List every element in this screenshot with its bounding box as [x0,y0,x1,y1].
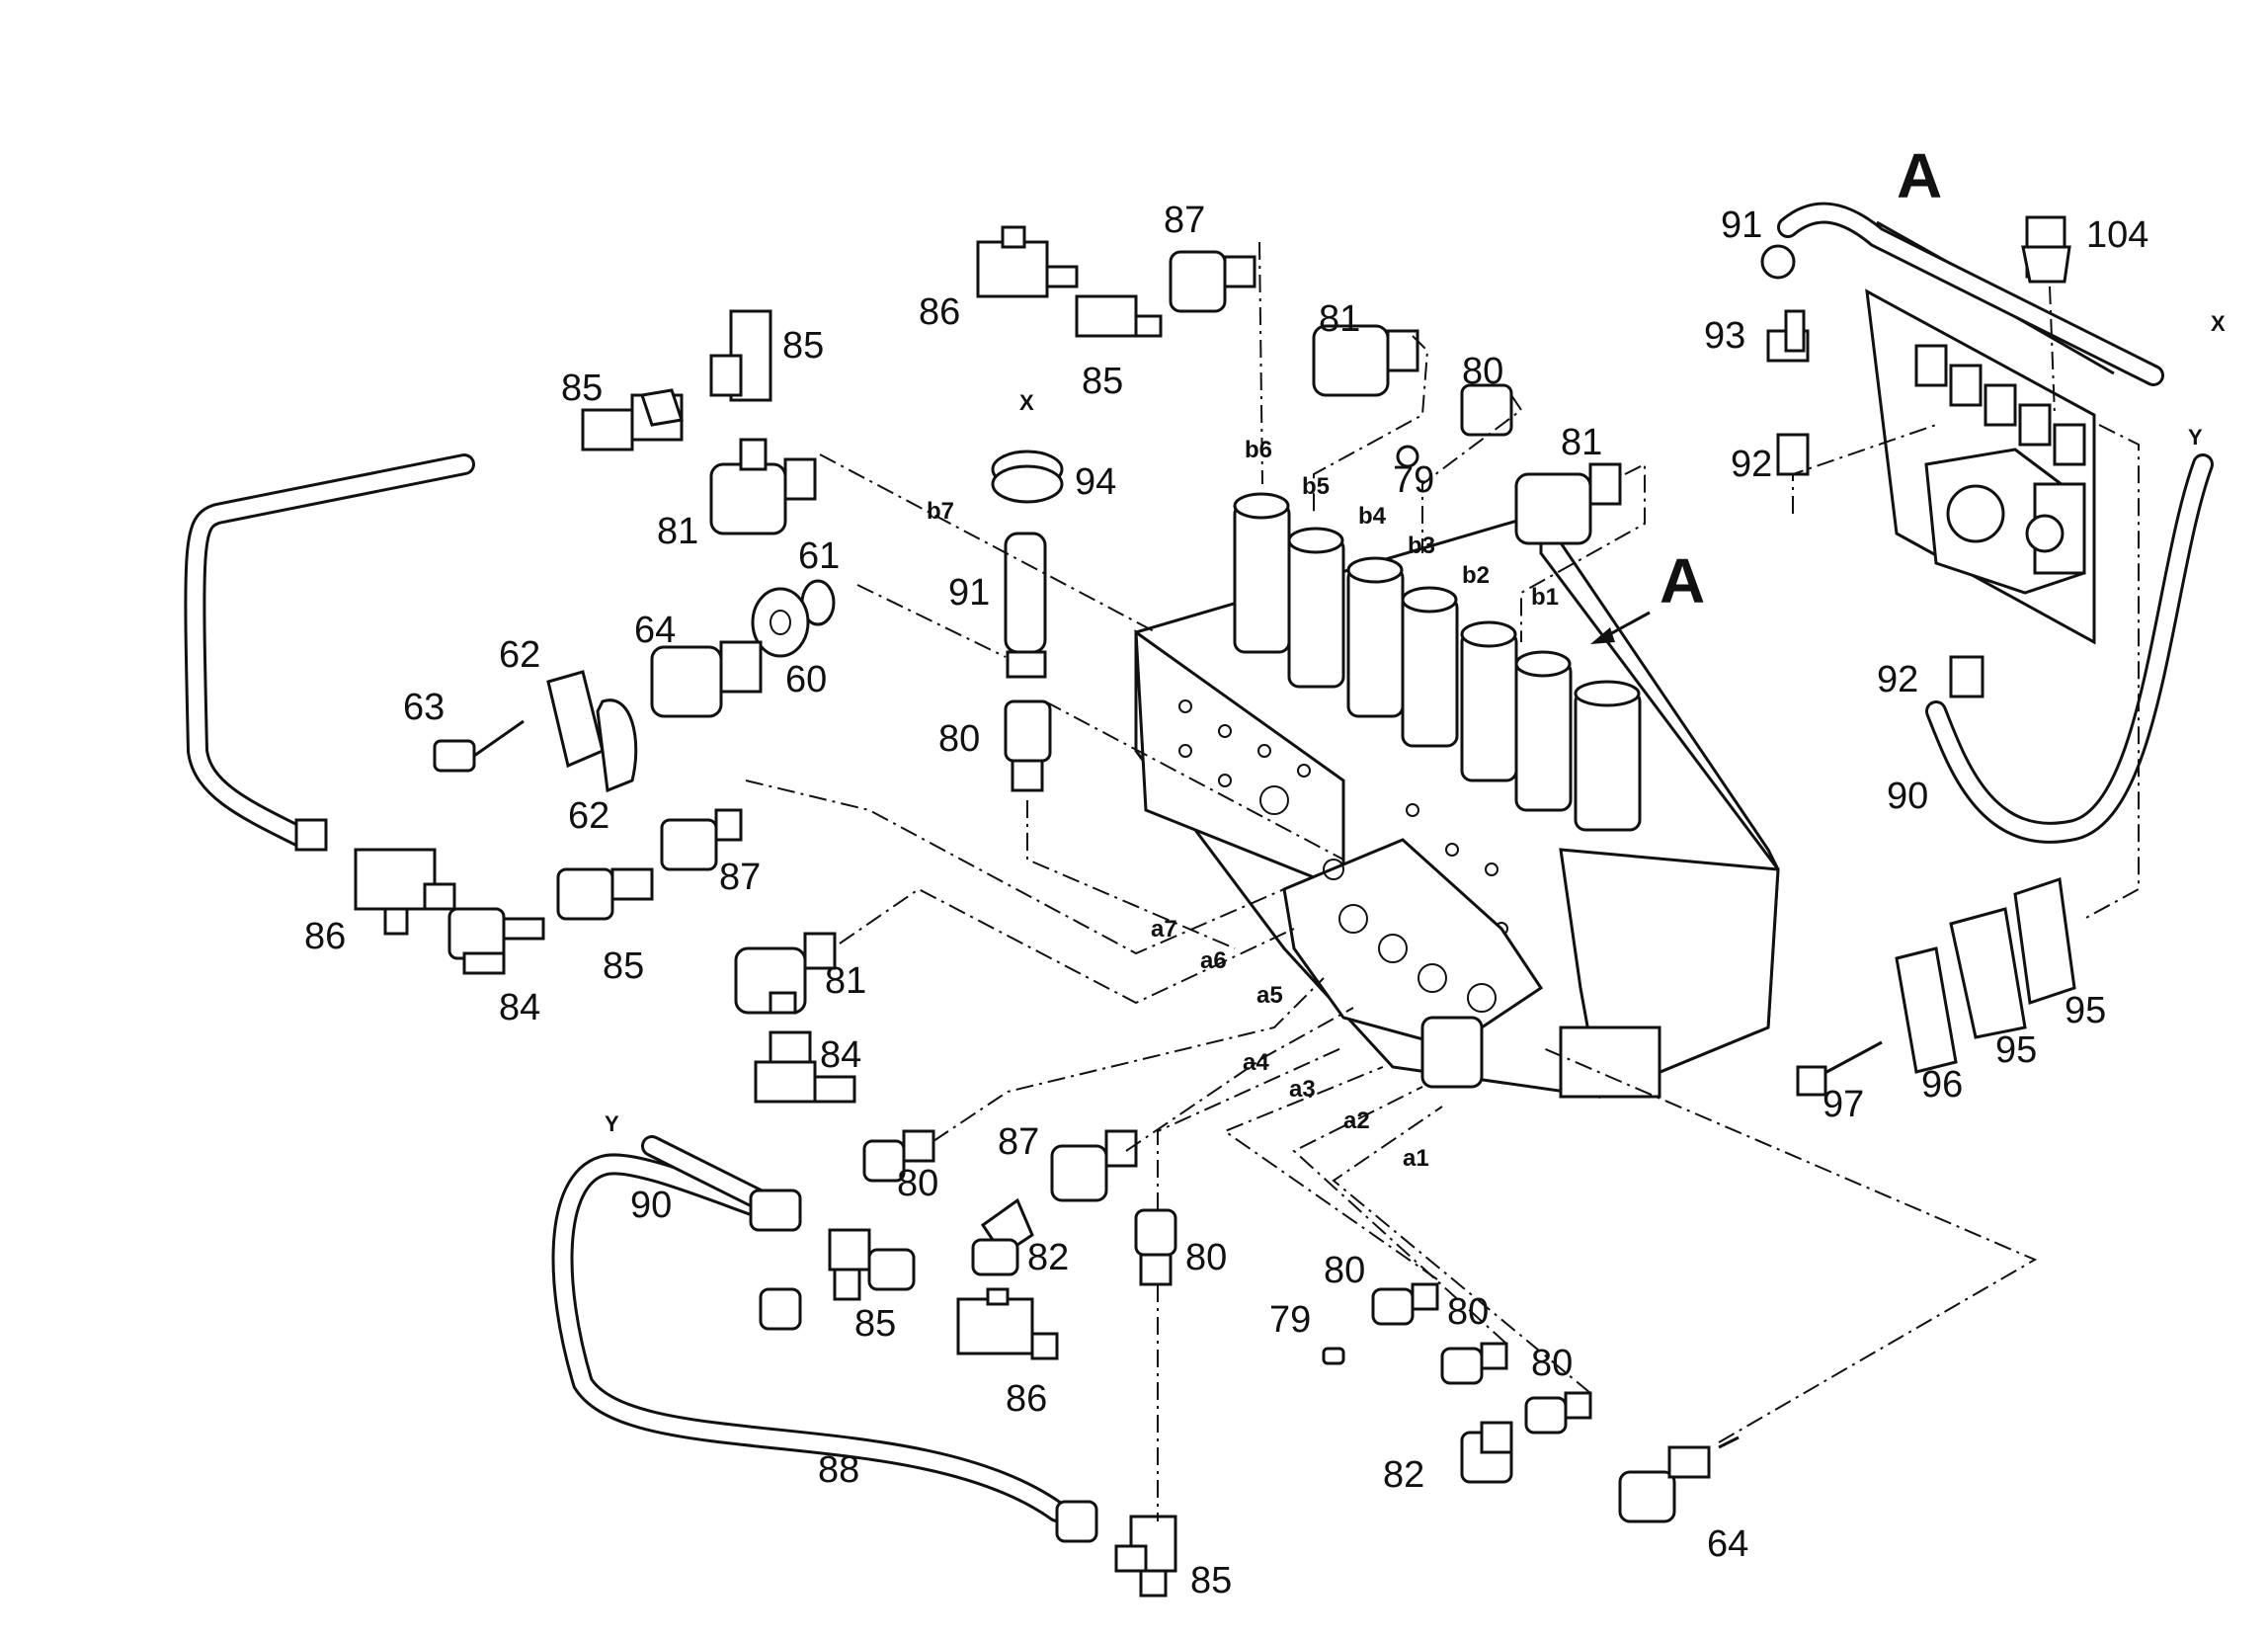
port-label-b2: b2 [1462,562,1490,589]
callout-104: 104 [2086,214,2148,256]
port-label-b6: b6 [1245,437,1272,463]
port-label-b7: b7 [927,498,954,525]
callout-87-left: 87 [719,857,761,898]
leader-lines [745,241,2140,1521]
port-label-a5: a5 [1256,982,1283,1009]
callout-85-upper: 85 [782,325,824,367]
callout-92-mid: 92 [1877,659,1918,700]
callout-91-mid: 91 [948,572,990,614]
callout-86-top: 86 [919,291,960,333]
port-label-b3: b3 [1408,533,1435,559]
callout-87-mid: 87 [998,1121,1039,1163]
callout-96: 96 [1921,1064,1963,1106]
callout-64-top: 64 [634,610,676,651]
view-marker-a-block: A [1660,545,1705,616]
callout-61: 61 [798,535,840,577]
hoses [184,453,1068,1522]
callout-62-bottom: 62 [568,795,609,837]
callout-85-left: 85 [561,368,603,409]
callout-labels: A A X X Y Y b1 b2 b3 b4 b5 b6 b7 a1 a2 a… [304,140,2226,1601]
callout-80-br-1: 80 [1324,1250,1365,1291]
callout-81-left: 81 [657,511,698,552]
fittings [294,225,1740,1598]
port-label-a4: a4 [1243,1049,1269,1076]
port-marker-y-1: Y [2188,425,2203,450]
callout-85-bottom: 85 [1190,1560,1232,1601]
callout-95-a: 95 [2065,990,2106,1031]
callout-64-br: 64 [1707,1523,1748,1565]
callout-87-top: 87 [1164,200,1205,241]
callout-97: 97 [1822,1084,1864,1125]
callout-84-mid: 84 [820,1034,861,1076]
callout-80-top: 80 [1462,351,1503,392]
callout-95-b: 95 [1995,1029,2037,1071]
callout-90-right: 90 [1887,776,1928,817]
callout-94: 94 [1075,461,1116,503]
port-label-a1: a1 [1403,1145,1429,1172]
port-label-b1: b1 [1531,584,1559,611]
callout-80-br-3: 80 [1531,1343,1573,1384]
callout-63: 63 [403,687,445,728]
callout-82-left: 82 [1027,1237,1069,1278]
callout-86-low: 86 [1006,1378,1047,1420]
callout-86-left: 86 [304,916,346,957]
port-marker-y-2: Y [605,1111,619,1136]
callout-92-top: 92 [1731,444,1772,485]
callout-81-mid: 81 [825,960,866,1002]
callout-85-top: 85 [1082,361,1123,402]
callout-80-vert: 80 [1185,1237,1227,1278]
callout-60: 60 [785,659,827,700]
callout-88: 88 [818,1449,859,1491]
callout-81-top: 81 [1319,298,1360,340]
callout-62-top: 62 [499,634,540,676]
callout-80-mid: 80 [897,1163,938,1204]
callout-93: 93 [1704,315,1745,357]
port-label-a6: a6 [1200,947,1227,974]
view-arrow-head [1590,627,1615,644]
port-label-a7: a7 [1151,916,1177,943]
callout-80-left: 80 [938,718,980,760]
control-valve-block [1134,492,1780,1100]
port-label-b4: b4 [1358,503,1387,530]
view-marker-a-top: A [1897,140,1942,211]
view-a-detail [1760,202,2214,1097]
port-label-a2: a2 [1343,1108,1370,1134]
callout-84-left: 84 [499,987,540,1028]
callout-80-br-2: 80 [1447,1291,1489,1333]
callout-85-low: 85 [854,1303,896,1345]
callout-81-right: 81 [1561,422,1602,463]
port-marker-x-2: X [2211,311,2226,336]
callout-85-mid: 85 [603,945,644,987]
callout-90-left: 90 [630,1185,672,1226]
callout-91-top: 91 [1721,205,1762,246]
port-label-b5: b5 [1302,473,1330,500]
callout-79-br: 79 [1269,1299,1311,1341]
callout-82-br: 82 [1383,1454,1424,1496]
port-marker-x-1: X [1019,390,1034,415]
callout-79-top: 79 [1393,459,1434,501]
port-label-a3: a3 [1289,1076,1316,1103]
